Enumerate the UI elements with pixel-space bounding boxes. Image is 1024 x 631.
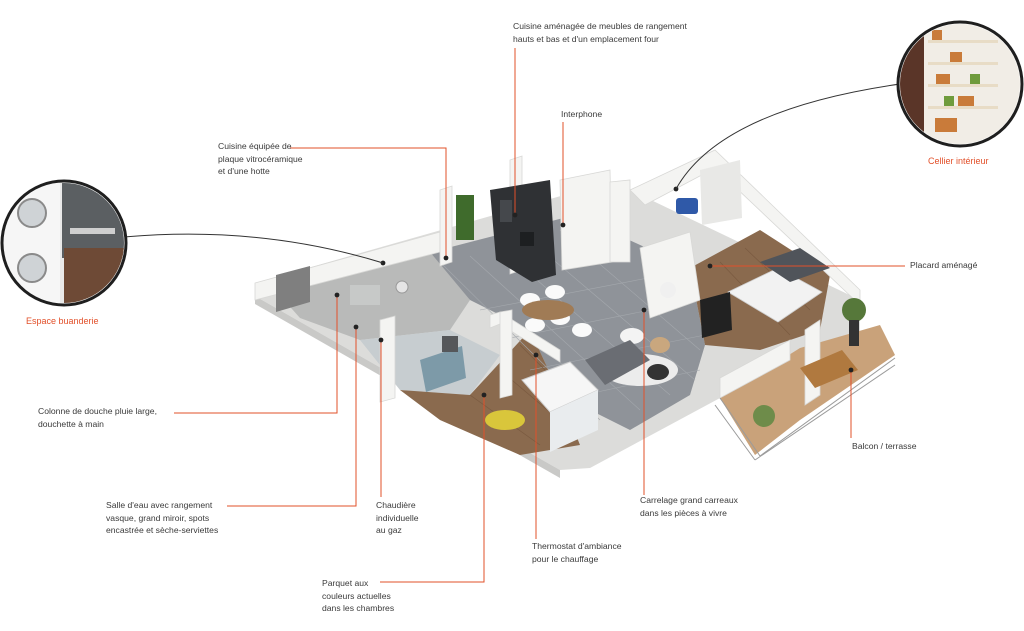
tv-screen bbox=[700, 292, 732, 338]
laundry-area bbox=[276, 266, 409, 312]
label-interphone: Interphone bbox=[561, 109, 603, 119]
label-cuisine-meubles: Cuisine aménagée de meubles de rangement… bbox=[513, 21, 687, 44]
label-parquet: Parquet aux couleurs actuelles dans les … bbox=[322, 578, 395, 613]
label-thermostat: Thermostat d'ambiance pour le chauffage bbox=[532, 541, 622, 564]
washer-dryer-icon bbox=[0, 179, 128, 307]
label-cellier: Cellier intérieur bbox=[928, 156, 989, 166]
living-furniture bbox=[520, 282, 678, 386]
leader-cuisine-plaque bbox=[290, 147, 447, 258]
label-cuisine-plaque: Cuisine équipée de plaque vitrocéramique… bbox=[218, 141, 303, 176]
pantry-shelves-icon bbox=[896, 20, 1024, 148]
crib bbox=[485, 361, 599, 452]
balcony-items bbox=[714, 298, 896, 461]
bedroom-parquet-1 bbox=[400, 330, 580, 455]
leader-douche bbox=[174, 295, 338, 414]
label-buanderie: Espace buanderie bbox=[26, 316, 99, 326]
green-wall bbox=[456, 195, 474, 240]
sofa bbox=[585, 340, 650, 385]
leader-lines bbox=[174, 48, 905, 583]
kitchen-cabinets bbox=[490, 180, 556, 282]
rug-yellow bbox=[485, 410, 525, 430]
label-chaudiere: Chaudière individuelle au gaz bbox=[376, 500, 419, 535]
label-carrelage: Carrelage grand carreaux dans les pièces… bbox=[640, 495, 738, 518]
label-douche: Colonne de douche pluie large, douchette… bbox=[38, 406, 157, 429]
label-placard: Placard aménagé bbox=[910, 260, 978, 270]
label-balcon: Balcon / terrasse bbox=[852, 441, 917, 451]
master-bed bbox=[700, 248, 830, 338]
leader-parquet bbox=[380, 395, 485, 583]
bathroom-vanity bbox=[420, 336, 466, 392]
connector-cellier bbox=[675, 83, 901, 190]
connector-buanderie bbox=[123, 233, 384, 264]
leader-salle-eau bbox=[227, 327, 357, 507]
label-salle-eau: Salle d'eau avec rangement vasque, grand… bbox=[106, 500, 219, 535]
pantry-room bbox=[676, 160, 742, 225]
